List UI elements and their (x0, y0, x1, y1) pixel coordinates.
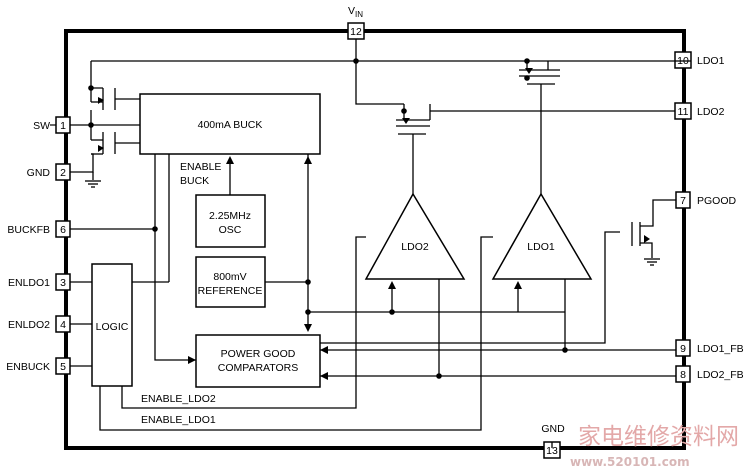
pin-label: PGOOD (697, 195, 737, 207)
logic-label: LOGIC (96, 321, 129, 333)
reference-block: 800mV REFERENCE (195, 256, 266, 308)
pin-number: 6 (60, 224, 66, 236)
ldo1-amplifier: LDO1 (491, 192, 593, 280)
pin-label: ENLDO1 (8, 277, 50, 289)
pin-label: ENBUCK (6, 361, 50, 373)
amp-ldo2-label: LDO2 (401, 241, 429, 253)
pgc-label-1: POWER GOOD (221, 348, 296, 360)
pin-label: LDO1 (697, 55, 725, 67)
pin-label: LDO1_FB (697, 343, 744, 355)
wiring (70, 39, 691, 448)
pin-label: LDO2_FB (697, 369, 744, 381)
enable-buck-label-2: BUCK (180, 175, 209, 187)
pin-enbuck: 5 ENBUCK (6, 357, 71, 375)
ground-icon (85, 180, 101, 188)
pin-label: GND (541, 423, 565, 435)
pin-number: 1 (60, 120, 66, 132)
pin-ldo2: 11 LDO2 (674, 102, 725, 120)
pin-number: 5 (60, 361, 66, 373)
osc-label-1: 2.25MHz (209, 210, 251, 222)
ldo2-amplifier: LDO2 (364, 192, 466, 280)
watermark-text: 家电维修资料网 (578, 424, 739, 450)
power-good-comparators-block: POWER GOOD COMPARATORS (195, 334, 321, 388)
pin-label-subscript: IN (355, 10, 363, 19)
pin-label: ENLDO2 (8, 319, 50, 331)
ref-label-2: REFERENCE (198, 285, 263, 297)
enable-buck-label-1: ENABLE (180, 161, 221, 173)
junction-dots (88, 58, 568, 379)
pin-number: 2 (60, 167, 66, 179)
pin-ldo1-fb: 9 LDO1_FB (675, 339, 744, 357)
pin-label: BUCKFB (7, 224, 50, 236)
pin-pgood: 7 PGOOD (675, 191, 737, 209)
buck-label: 400mA BUCK (198, 119, 263, 131)
pin-number: 11 (678, 106, 689, 118)
pin-label: SW (33, 120, 50, 132)
pin-enldo1: 3 ENLDO1 (8, 273, 71, 291)
pin-label: V (348, 5, 355, 17)
osc-block: 2.25MHz OSC (195, 194, 266, 248)
buck-block: 400mA BUCK (139, 93, 321, 155)
pin-number: 13 (546, 445, 558, 457)
pin-number: 3 (60, 277, 66, 289)
ground-icon (644, 258, 660, 266)
pin-sw: 1 SW (33, 116, 71, 134)
logic-block: LOGIC (91, 263, 133, 387)
pin-number: 9 (680, 343, 686, 355)
amp-ldo1-label: LDO1 (527, 241, 555, 253)
enable-ldo1-label: ENABLE_LDO1 (141, 414, 216, 426)
enable-ldo2-label: ENABLE_LDO2 (141, 393, 216, 405)
ref-label-1: 800mV (213, 271, 246, 283)
pin-label: GND (27, 167, 51, 179)
pin-buckfb: 6 BUCKFB (7, 220, 71, 238)
pin-vin: 12 V IN (347, 5, 365, 40)
pin-number: 4 (60, 319, 66, 331)
pin-label: LDO2 (697, 106, 725, 118)
pgc-label-2: COMPARATORS (218, 362, 299, 374)
osc-label-2: OSC (219, 224, 242, 236)
pin-number: 8 (680, 369, 686, 381)
pin-enldo2: 4 ENLDO2 (8, 315, 71, 333)
arrow-icons (98, 68, 650, 380)
pin-number: 12 (350, 26, 362, 38)
pin-ldo2-fb: 8 LDO2_FB (675, 365, 744, 383)
chip-outline (64, 29, 686, 450)
pin-number: 7 (680, 195, 686, 207)
pin-gnd: 2 GND (27, 163, 71, 181)
pin-gnd13: 13 GND (541, 423, 565, 459)
watermark-url: www.520101.com (570, 455, 690, 469)
pin-ldo1: 10 LDO1 (674, 51, 725, 69)
